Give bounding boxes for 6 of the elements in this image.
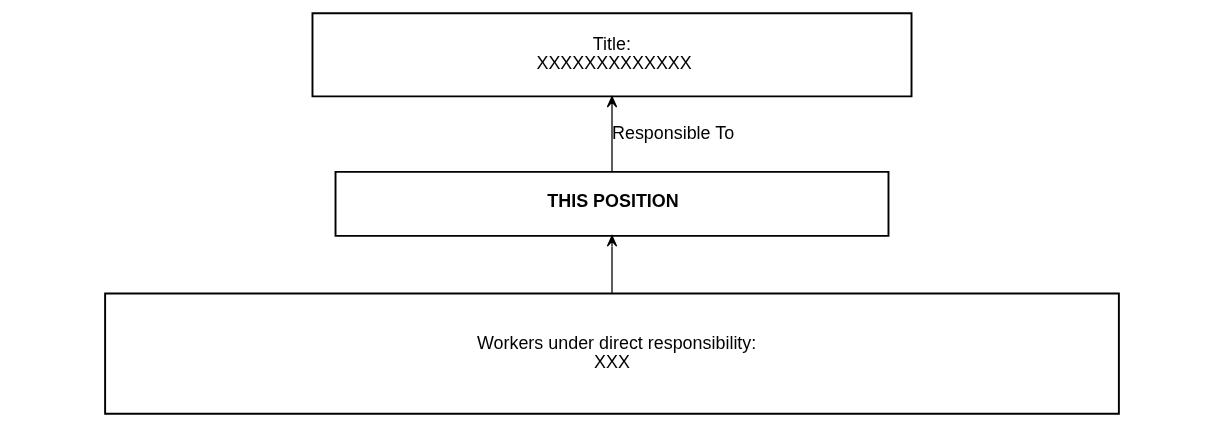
- edge-label: Responsible To: [612, 122, 735, 143]
- arrow: [606, 235, 618, 294]
- node-box: Title: XXXXXXXXXXXXX: [311, 12, 913, 98]
- node-box: Workers under direct responsibility: XXX: [104, 292, 1120, 415]
- node-box: THIS POSITION: [334, 170, 890, 237]
- arrow: [606, 96, 618, 173]
